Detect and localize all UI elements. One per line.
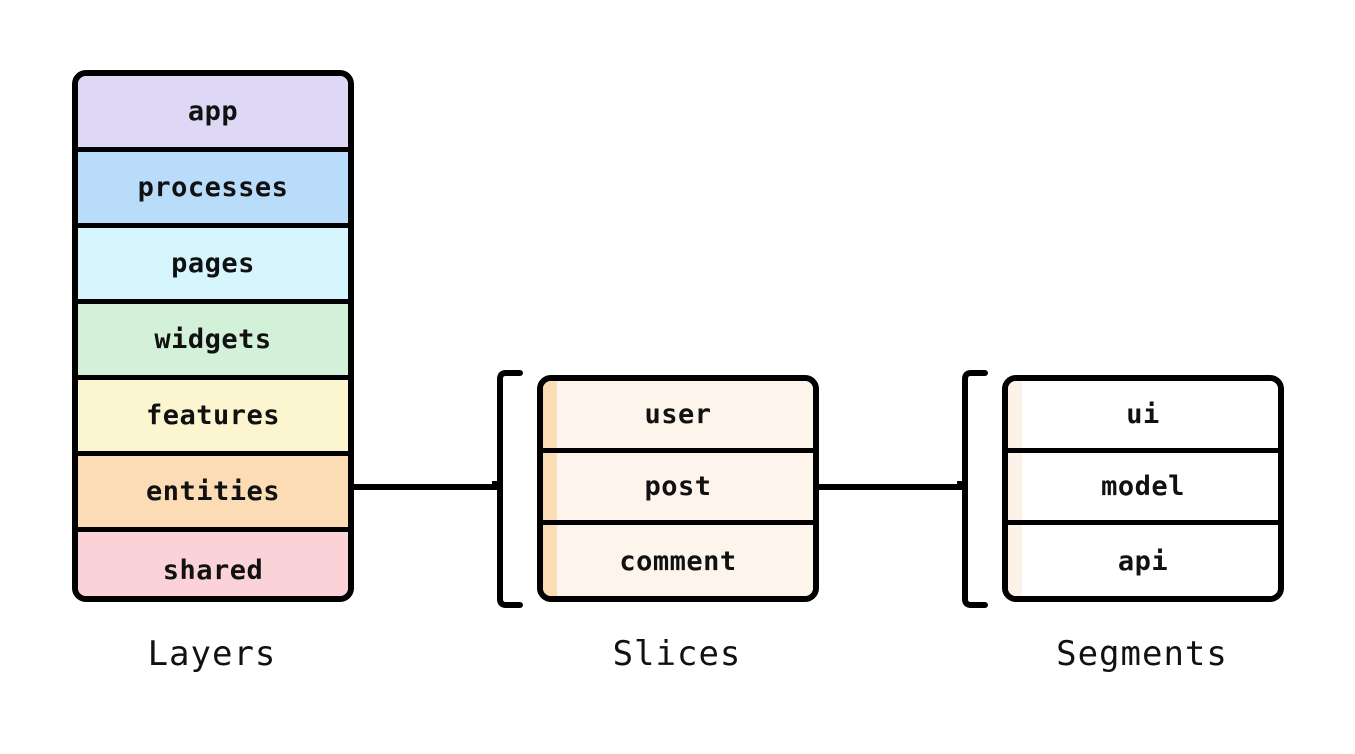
segment-row-ui[interactable]: ui xyxy=(1008,381,1278,453)
connector-slices-segments xyxy=(817,484,967,490)
layers-stack: app processes pages widgets features ent… xyxy=(72,70,354,602)
segment-label-ui: ui xyxy=(1126,399,1160,430)
segments-stack: ui model api xyxy=(1002,375,1284,602)
row-stripe xyxy=(543,453,557,520)
layer-label-entities: entities xyxy=(145,476,281,507)
caption-layers: Layers xyxy=(147,634,277,674)
slice-label-comment: comment xyxy=(619,545,737,577)
segment-row-api[interactable]: api xyxy=(1008,525,1278,596)
segment-label-model: model xyxy=(1101,471,1185,502)
row-stripe xyxy=(543,381,557,448)
layer-label-processes: processes xyxy=(137,172,289,203)
slice-row-user[interactable]: user xyxy=(543,381,813,453)
slices-stack: user post comment xyxy=(537,375,819,602)
layer-label-app: app xyxy=(187,96,239,127)
layer-label-shared: shared xyxy=(162,554,264,586)
row-stripe xyxy=(1008,525,1022,596)
layer-row-widgets[interactable]: widgets xyxy=(78,304,348,380)
slice-label-post: post xyxy=(644,471,712,502)
caption-segments: Segments xyxy=(1056,634,1228,674)
slice-row-post[interactable]: post xyxy=(543,453,813,525)
layer-row-pages[interactable]: pages xyxy=(78,228,348,304)
slice-row-comment[interactable]: comment xyxy=(543,525,813,596)
segment-label-api: api xyxy=(1117,545,1169,577)
slice-label-user: user xyxy=(644,399,712,430)
connector-layers-slices xyxy=(352,484,502,490)
layer-row-app[interactable]: app xyxy=(78,76,348,152)
row-stripe xyxy=(1008,381,1022,448)
layer-label-pages: pages xyxy=(171,248,255,279)
slices-bracket-icon xyxy=(492,370,523,608)
caption-slices: Slices xyxy=(612,634,742,674)
layer-label-widgets: widgets xyxy=(154,324,272,355)
layer-row-processes[interactable]: processes xyxy=(78,152,348,228)
segment-row-model[interactable]: model xyxy=(1008,453,1278,525)
segments-bracket-icon xyxy=(957,370,988,608)
layer-row-features[interactable]: features xyxy=(78,380,348,456)
row-stripe xyxy=(1008,453,1022,520)
row-stripe xyxy=(543,525,557,596)
layer-label-features: features xyxy=(145,400,281,431)
layer-row-entities[interactable]: entities xyxy=(78,456,348,532)
layer-row-shared[interactable]: shared xyxy=(78,532,348,596)
